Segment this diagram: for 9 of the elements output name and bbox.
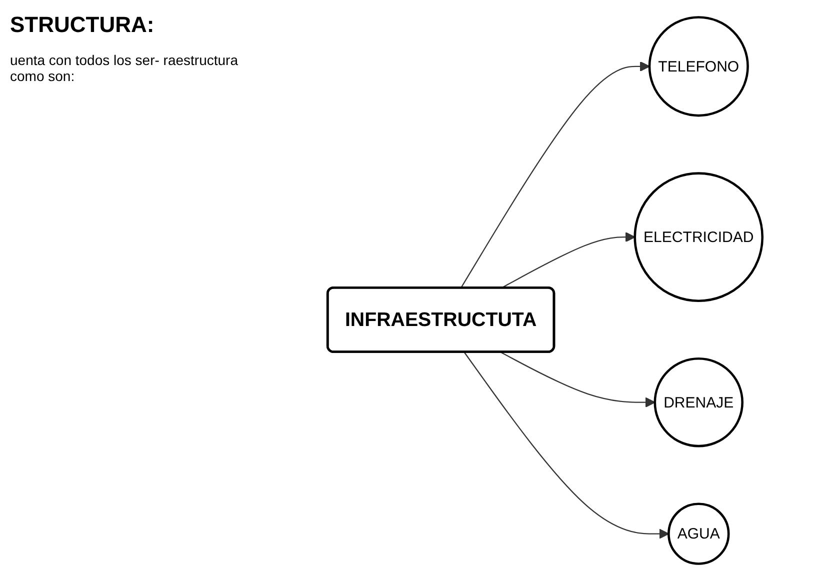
node-circle: AGUA: [668, 502, 730, 565]
diagram-title: STRUCTURA:: [10, 12, 156, 38]
arrow: [464, 352, 670, 539]
node-circle: DRENAJE: [654, 357, 744, 448]
arrow: [500, 352, 656, 408]
arrow: [460, 61, 650, 289]
node-circle: ELECTRICIDAD: [634, 172, 764, 302]
intro-text: uenta con todos los ser- raestructura como son:: [10, 52, 240, 84]
node-circle: TELEFONO: [648, 16, 749, 117]
